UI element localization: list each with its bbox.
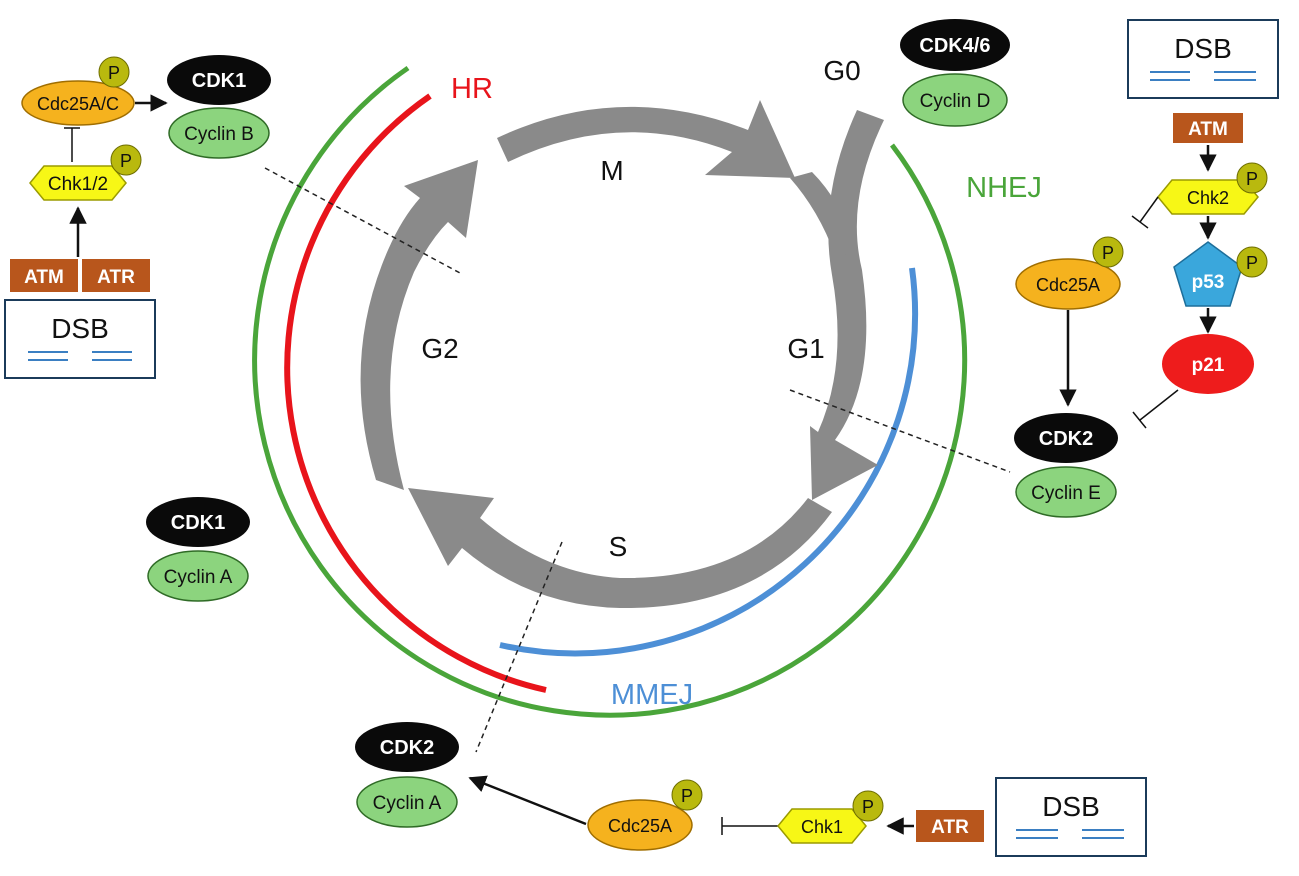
dsb-box-right: [1127, 19, 1279, 99]
chk-label-top-left: Chk1/2: [48, 174, 108, 195]
g1-arrow: [810, 110, 884, 500]
dsb-label-right: DSB: [1174, 33, 1232, 64]
chk2-hexagon: [1157, 179, 1259, 215]
atr-label-bottom: ATR: [931, 817, 969, 838]
cyclin-label-top-left: Cyclin B: [184, 124, 254, 145]
nhej-arc: [252, 65, 968, 718]
p-circle-chk-top-left: [110, 144, 142, 176]
cdk2-label-right: CDK2: [1039, 428, 1093, 450]
phase-label-s: S: [609, 531, 628, 562]
dsb-break-lines-bottom: [1016, 829, 1124, 839]
dsb-box-top-left: [4, 299, 156, 379]
dsb-box-bottom: [995, 777, 1147, 857]
dsb-break-lines-top-left: [28, 351, 132, 361]
cdk46-cluster: CDK4/6 Cyclin D: [900, 19, 1010, 127]
mmej-arc: [499, 267, 919, 657]
chk1-label-bottom: Chk1: [801, 817, 843, 837]
svg-text:P: P: [120, 151, 132, 171]
svg-text:P: P: [862, 797, 874, 817]
cdc25a-label-bottom: Cdc25A: [608, 816, 672, 836]
svg-text:P: P: [1246, 169, 1258, 189]
top-left-cluster: DSB ATM ATR Chk1/2 P Cdc25A/C P CDK1 Cyc…: [4, 55, 271, 379]
m-arrow: [497, 100, 795, 178]
g1-upper-arrow: [790, 172, 858, 258]
atr-label-top-left: ATR: [97, 267, 135, 288]
p-circle-cdc25-top-left: [98, 56, 130, 88]
cdc25-ellipse-top-left: [21, 80, 135, 126]
cell-cycle-arrows: [360, 100, 884, 609]
cdk2-ellipse-bottom: [355, 722, 459, 772]
chk2-label: Chk2: [1187, 188, 1229, 208]
svg-text:P: P: [1246, 253, 1258, 273]
cdk2-ellipse-right: [1014, 413, 1118, 463]
cdk-label-top-left: CDK1: [192, 70, 246, 92]
s-arrow: [408, 488, 832, 609]
chk-hexagon-top-left: [29, 165, 127, 201]
p-circle-p53: [1236, 246, 1268, 278]
hr-arc: [284, 93, 547, 693]
cdk-ellipse-top-left: [167, 55, 271, 105]
nhej-label: NHEJ: [966, 172, 1042, 204]
cyclin-e-label: Cyclin E: [1031, 483, 1101, 504]
cyclin-e-ellipse: [1015, 466, 1117, 518]
checkpoint-dashed-lines: [264, 167, 1011, 753]
phase-label-m: M: [600, 155, 623, 186]
cdc25a-ellipse-right: [1015, 258, 1121, 310]
dsb-break-lines-right: [1150, 71, 1256, 81]
phase-label-g1: G1: [787, 333, 824, 364]
g2-arrow: [360, 160, 478, 490]
dsb-label-top-left: DSB: [51, 313, 109, 344]
svg-text:P: P: [1102, 243, 1114, 263]
cyclin-a-ellipse-left-mid: [147, 550, 249, 602]
cyclin-a-label-bottom: Cyclin A: [373, 793, 442, 814]
phase-label-g0: G0: [823, 55, 860, 86]
svg-text:P: P: [681, 786, 693, 806]
p53-pentagon: [1173, 241, 1243, 307]
atr-box-top-left: [82, 259, 150, 292]
left-mid-cluster: CDK1 Cyclin A: [146, 497, 250, 602]
atm-box-top-left: [10, 259, 78, 292]
phase-label-g2: G2: [421, 333, 458, 364]
chk1-hexagon-bottom: [777, 808, 867, 844]
dsb-label-bottom: DSB: [1042, 791, 1100, 822]
cdc25a-ellipse-bottom: [587, 799, 693, 851]
p-circle-chk1-bottom: [852, 790, 884, 822]
p-circle-chk2: [1236, 162, 1268, 194]
atm-box-right: [1173, 113, 1243, 143]
mmej-label: MMEJ: [611, 679, 693, 711]
atm-label-top-left: ATM: [24, 267, 64, 288]
cdk1-label-left-mid: CDK1: [171, 512, 225, 534]
cdk46-label: CDK4/6: [919, 35, 990, 57]
p53-label: p53: [1192, 272, 1225, 293]
p21-ellipse: [1162, 334, 1254, 394]
cdk2-label-bottom: CDK2: [380, 737, 434, 759]
atr-box-bottom: [916, 810, 984, 842]
right-cluster: DSB ATM Chk2 P p53 P p21 Cdc25A P: [1014, 19, 1279, 518]
cdk1-ellipse-left-mid: [146, 497, 250, 547]
cyclin-ellipse-top-left: [168, 107, 270, 159]
cyclin-a-ellipse-bottom: [356, 776, 458, 828]
p21-label: p21: [1192, 355, 1225, 376]
hr-label: HR: [451, 73, 493, 105]
cdc25a-label-right: Cdc25A: [1036, 275, 1100, 295]
p-circle-cdc25a-right: [1092, 236, 1124, 268]
cyclin-d-ellipse: [902, 73, 1008, 127]
bottom-cluster: CDK2 Cyclin A Cdc25A P Chk1 P ATR DSB: [355, 722, 1147, 857]
cdc25-label-top-left: Cdc25A/C: [37, 94, 119, 114]
p-circle-cdc25a-bottom: [671, 779, 703, 811]
svg-text:P: P: [108, 63, 120, 83]
cdk46-ellipse: [900, 19, 1010, 71]
cyclin-d-label: Cyclin D: [920, 91, 991, 112]
atm-label-right: ATM: [1188, 119, 1228, 140]
cyclin-a-label-left-mid: Cyclin A: [164, 567, 233, 588]
